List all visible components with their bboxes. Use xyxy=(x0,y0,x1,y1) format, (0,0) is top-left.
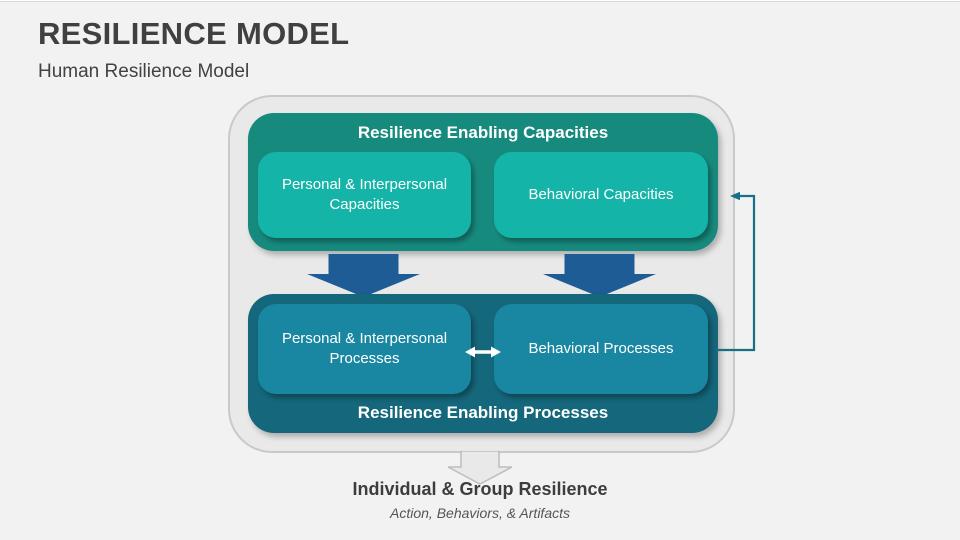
down-block-arrow-icon xyxy=(543,254,656,297)
outcome-subtitle: Action, Behaviors, & Artifacts xyxy=(390,505,570,521)
behavioral-capacities-box: Behavioral Capacities xyxy=(494,152,708,238)
processes-group: Personal & Interpersonal Processes Behav… xyxy=(248,294,718,433)
behavioral-processes-label: Behavioral Processes xyxy=(528,339,674,357)
slide-top-edge xyxy=(0,0,960,2)
outcome-title: Individual & Group Resilience xyxy=(352,479,608,499)
down-block-arrow-icon xyxy=(307,254,420,297)
page-subtitle: Human Resilience Model xyxy=(38,61,250,82)
behavioral-processes-box: Behavioral Processes xyxy=(494,304,708,394)
personal-interpersonal-capacities-box: Personal & Interpersonal Capacities xyxy=(258,152,471,238)
personal-interpersonal-capacities-label: Personal & Interpersonal Capacities xyxy=(281,175,448,213)
behavioral-capacities-label: Behavioral Capacities xyxy=(528,185,674,203)
capacities-group: Resilience Enabling Capacities Personal … xyxy=(248,113,718,251)
elbow-arrow-left-icon xyxy=(716,191,756,352)
diagram-container: Resilience Enabling Capacities Personal … xyxy=(228,95,735,453)
capacities-group-label: Resilience Enabling Capacities xyxy=(357,123,609,142)
processes-group-label: Resilience Enabling Processes xyxy=(357,403,609,422)
personal-interpersonal-processes-box: Personal & Interpersonal Processes xyxy=(258,304,471,394)
page-title: RESILIENCE MODEL xyxy=(38,16,350,51)
left-right-arrow-icon xyxy=(465,346,501,358)
personal-interpersonal-processes-label: Personal & Interpersonal Processes xyxy=(281,329,448,367)
down-outline-arrow-icon xyxy=(447,451,513,485)
